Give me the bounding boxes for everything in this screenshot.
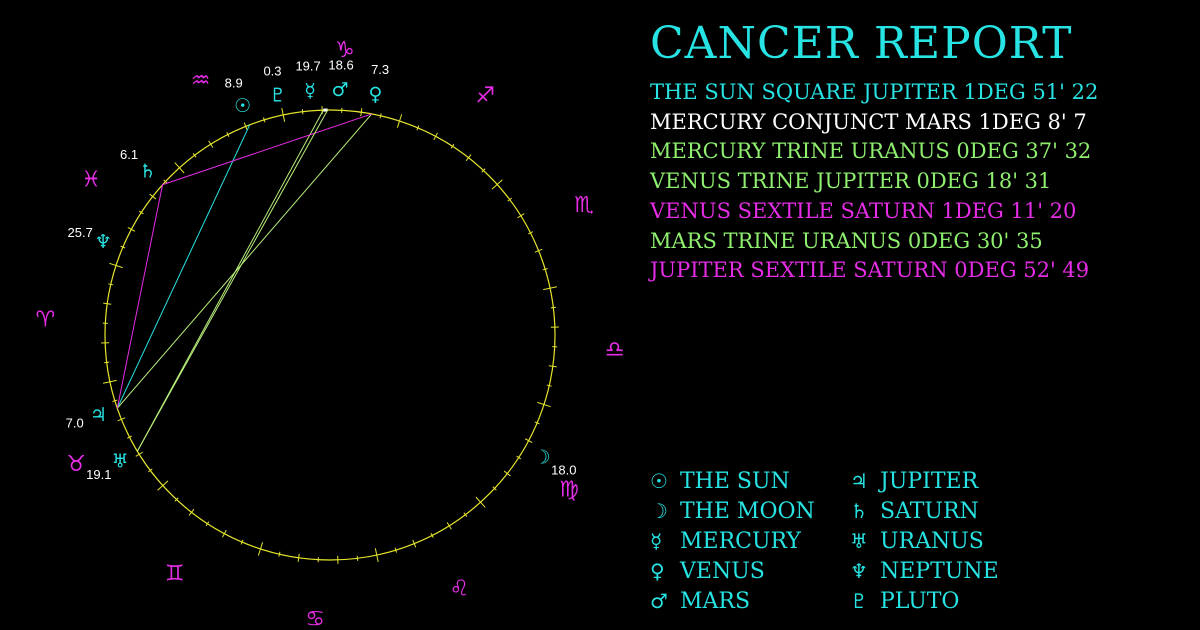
sun-planet-icon: ☉ <box>234 95 251 117</box>
legend-item-sun: ☉ THE SUN <box>650 466 850 496</box>
venus-icon: ♀ <box>650 559 665 583</box>
legend-item-jupiter: ♃ JUPITER <box>850 466 1070 496</box>
pluto-icon: ♇ <box>850 589 868 613</box>
aspect-item: THE SUN SQUARE JUPITER 1DEG 51' 22 <box>650 80 1099 104</box>
sign-glyphs: ♈ ♉ ♊ ♋ ♌ ♍ ♎ ♏ ♐ ♑ ♒ ♓ <box>36 38 625 630</box>
legend-label: PLUTO <box>880 588 960 614</box>
moon-icon: ☽ <box>650 499 668 523</box>
mercury-planet-icon: ☿ <box>304 80 316 102</box>
gemini-sign-icon: ♊ <box>165 562 185 587</box>
legend-label: VENUS <box>680 558 765 584</box>
pluto-planet-icon: ♇ <box>269 85 286 107</box>
mars-degree-label: 18.6 <box>328 58 353 73</box>
aspect-item: JUPITER SEXTILE SATURN 0DEG 52' 49 <box>650 258 1090 283</box>
mars-planet-icon: ♂ <box>332 79 349 101</box>
jupiter-degree-label: 7.0 <box>66 415 84 430</box>
venus-planet-icon: ♀ <box>369 83 383 105</box>
libra-sign-icon: ♎ <box>605 337 625 362</box>
planet-legend: ☉ THE SUN ☽ THE MOON ☿ MERCURY ♀ VENUS ♂ MARS… <box>650 466 1070 616</box>
aspect-line-venus-jupiter <box>116 113 373 409</box>
aries-sign-icon: ♈ <box>36 308 56 333</box>
neptune-degree-label: 25.7 <box>68 225 93 240</box>
legend-label: URANUS <box>880 528 984 554</box>
planet-degree-labels: 8.9 18.0 19.7 7.3 18.6 7.0 6.1 19.1 25.7 0.3 <box>66 58 577 482</box>
aspect-line-sun-jupiter <box>116 124 251 409</box>
mars-icon: ♂ <box>650 589 668 613</box>
virgo-sign-icon: ♍ <box>559 478 579 503</box>
aspect-line-venus-saturn <box>162 113 372 186</box>
astrology-wheel-chart: ♈ ♉ ♊ ♋ ♌ ♍ ♎ ♏ ♐ ♑ ♒ ♓ ☉ ☽ ☿ ♀ ♂ ♃ ♄ ♅ ♆ ♇ 8.9 18.0 19.7 7.3 18… <box>36 38 625 630</box>
uranus-planet-icon: ♅ <box>112 451 129 473</box>
legend-label: THE MOON <box>680 498 815 524</box>
legend-label: THE SUN <box>680 468 790 494</box>
leo-sign-icon: ♌ <box>450 576 470 601</box>
aquarius-sign-icon: ♒ <box>191 69 211 94</box>
legend-label: NEPTUNE <box>880 558 999 584</box>
legend-item-mars: ♂ MARS <box>650 586 850 616</box>
legend-item-pluto: ♇ PLUTO <box>850 586 1070 616</box>
saturn-planet-icon: ♄ <box>139 160 156 182</box>
legend-item-moon: ☽ THE MOON <box>650 496 850 526</box>
legend-item-uranus: ♅ URANUS <box>850 526 1070 556</box>
pisces-sign-icon: ♓ <box>81 167 101 192</box>
legend-item-saturn: ♄ SATURN <box>850 496 1070 526</box>
moon-planet-icon: ☽ <box>534 447 551 469</box>
aspect-item: VENUS TRINE JUPITER 0DEG 18' 31 <box>650 169 1052 194</box>
aspect-line-jupiter-saturn <box>116 184 164 409</box>
degree-ticks <box>101 106 559 564</box>
jupiter-planet-icon: ♃ <box>90 404 107 426</box>
aspect-item: MERCURY TRINE URANUS 0DEG 37' 32 <box>650 139 1092 164</box>
uranus-degree-label: 19.1 <box>86 467 111 482</box>
venus-degree-label: 7.3 <box>371 62 389 77</box>
mercury-icon: ☿ <box>650 529 663 553</box>
neptune-icon: ♆ <box>850 559 868 583</box>
zodiac-wheel-circle <box>104 109 556 561</box>
jupiter-icon: ♃ <box>850 469 868 493</box>
legend-label: MERCURY <box>680 528 801 554</box>
sun-degree-label: 8.9 <box>225 75 243 90</box>
capricorn-sign-icon: ♑ <box>335 38 355 63</box>
moon-degree-label: 18.0 <box>551 463 576 478</box>
sagittarius-sign-icon: ♐ <box>475 83 495 108</box>
legend-label: MARS <box>680 588 751 614</box>
legend-item-mercury: ☿ MERCURY <box>650 526 850 556</box>
sun-icon: ☉ <box>650 469 668 493</box>
legend-item-neptune: ♆ NEPTUNE <box>850 556 1070 586</box>
pluto-degree-label: 0.3 <box>263 64 281 79</box>
legend-label: JUPITER <box>880 468 979 494</box>
aspect-line-mars-uranus <box>136 109 329 452</box>
uranus-icon: ♅ <box>850 529 868 553</box>
mercury-degree-label: 19.7 <box>295 58 320 73</box>
legend-item-venus: ♀ VENUS <box>650 556 850 586</box>
scorpio-sign-icon: ♏ <box>574 193 594 218</box>
legend-label: SATURN <box>880 498 979 524</box>
aspect-item: VENUS SEXTILE SATURN 1DEG 11' 20 <box>650 198 1077 223</box>
aspect-item: MERCURY CONJUNCT MARS 1DEG 8' 7 <box>650 109 1087 134</box>
saturn-icon: ♄ <box>850 499 868 523</box>
taurus-sign-icon: ♉ <box>66 452 86 477</box>
aspect-line-mercury-uranus <box>136 109 324 452</box>
report-title: CANCER REPORT <box>650 18 1073 69</box>
cancer-sign-icon: ♋ <box>305 607 325 630</box>
planet-glyphs: ☉ ☽ ☿ ♀ ♂ ♃ ♄ ♅ ♆ ♇ <box>90 79 551 472</box>
aspect-list: THE SUN SQUARE JUPITER 1DEG 51' 22 MERCU… <box>650 78 1098 286</box>
saturn-degree-label: 6.1 <box>120 147 138 162</box>
neptune-planet-icon: ♆ <box>95 231 112 253</box>
aspect-item: MARS TRINE URANUS 0DEG 30' 35 <box>650 228 1043 253</box>
aspect-lines <box>116 108 373 452</box>
